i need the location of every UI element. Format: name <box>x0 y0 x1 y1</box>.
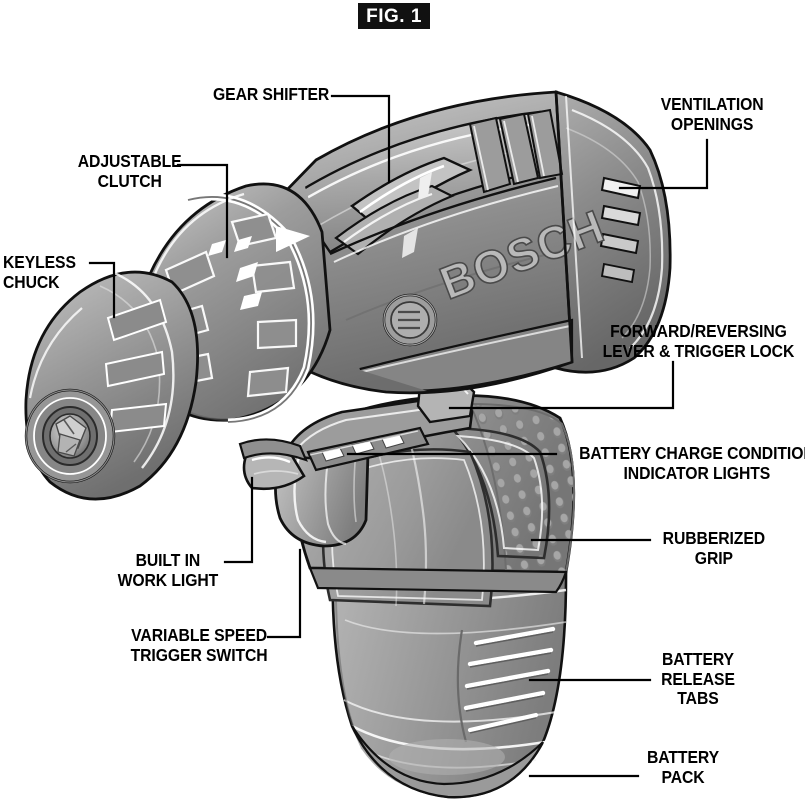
built-in-work-light <box>238 438 308 491</box>
leader-variable-speed-trigger-switch <box>266 548 302 639</box>
gear-shifter-part <box>334 156 473 258</box>
leader-adjustable-clutch <box>176 163 229 259</box>
callout-forward-reversing-lever-trigger-lock: FORWARD/REVERSING LEVER & TRIGGER LOCK <box>602 321 795 361</box>
callout-built-in-work-light: BUILT IN WORK LIGHT <box>117 550 219 590</box>
bosch-round-badge <box>382 293 438 347</box>
leader-ventilation-openings <box>618 138 709 190</box>
keyless-chuck <box>24 270 199 501</box>
battery-release-tab-ribs <box>456 626 556 743</box>
battery-charge-indicator-lights <box>306 426 430 472</box>
leader-lines <box>88 94 709 778</box>
callout-battery-pack: BATTERY PACK <box>647 747 719 787</box>
ventilation-openings-part <box>599 176 642 284</box>
callout-battery-charge-condition-indicator-lights: BATTERY CHARGE CONDITION INDICATOR LIGHT… <box>579 443 805 483</box>
leader-forward-reversing-lever-trigger-lock <box>448 360 675 410</box>
callout-variable-speed-trigger-switch: VARIABLE SPEED TRIGGER SWITCH <box>130 625 268 665</box>
callout-adjustable-clutch: ADJUSTABLE CLUTCH <box>77 151 182 191</box>
leader-built-in-work-light <box>223 476 254 564</box>
chuck-jaws <box>49 413 91 459</box>
callout-battery-release-tabs: BATTERY RELEASE TABS <box>661 649 735 708</box>
clutch-pointer-icon <box>276 226 310 252</box>
figure-number-plate: FIG. 1 <box>358 3 430 29</box>
callout-rubberized-grip: RUBBERIZED GRIP <box>662 528 766 568</box>
callout-keyless-chuck: KEYLESS CHUCK <box>3 252 76 292</box>
leader-gear-shifter <box>330 94 391 184</box>
callout-ventilation-openings: VENTILATION OPENINGS <box>660 94 764 134</box>
callout-gear-shifter: GEAR SHIFTER <box>213 84 330 104</box>
leader-keyless-chuck <box>88 261 116 319</box>
battery-pack-part <box>331 558 568 799</box>
